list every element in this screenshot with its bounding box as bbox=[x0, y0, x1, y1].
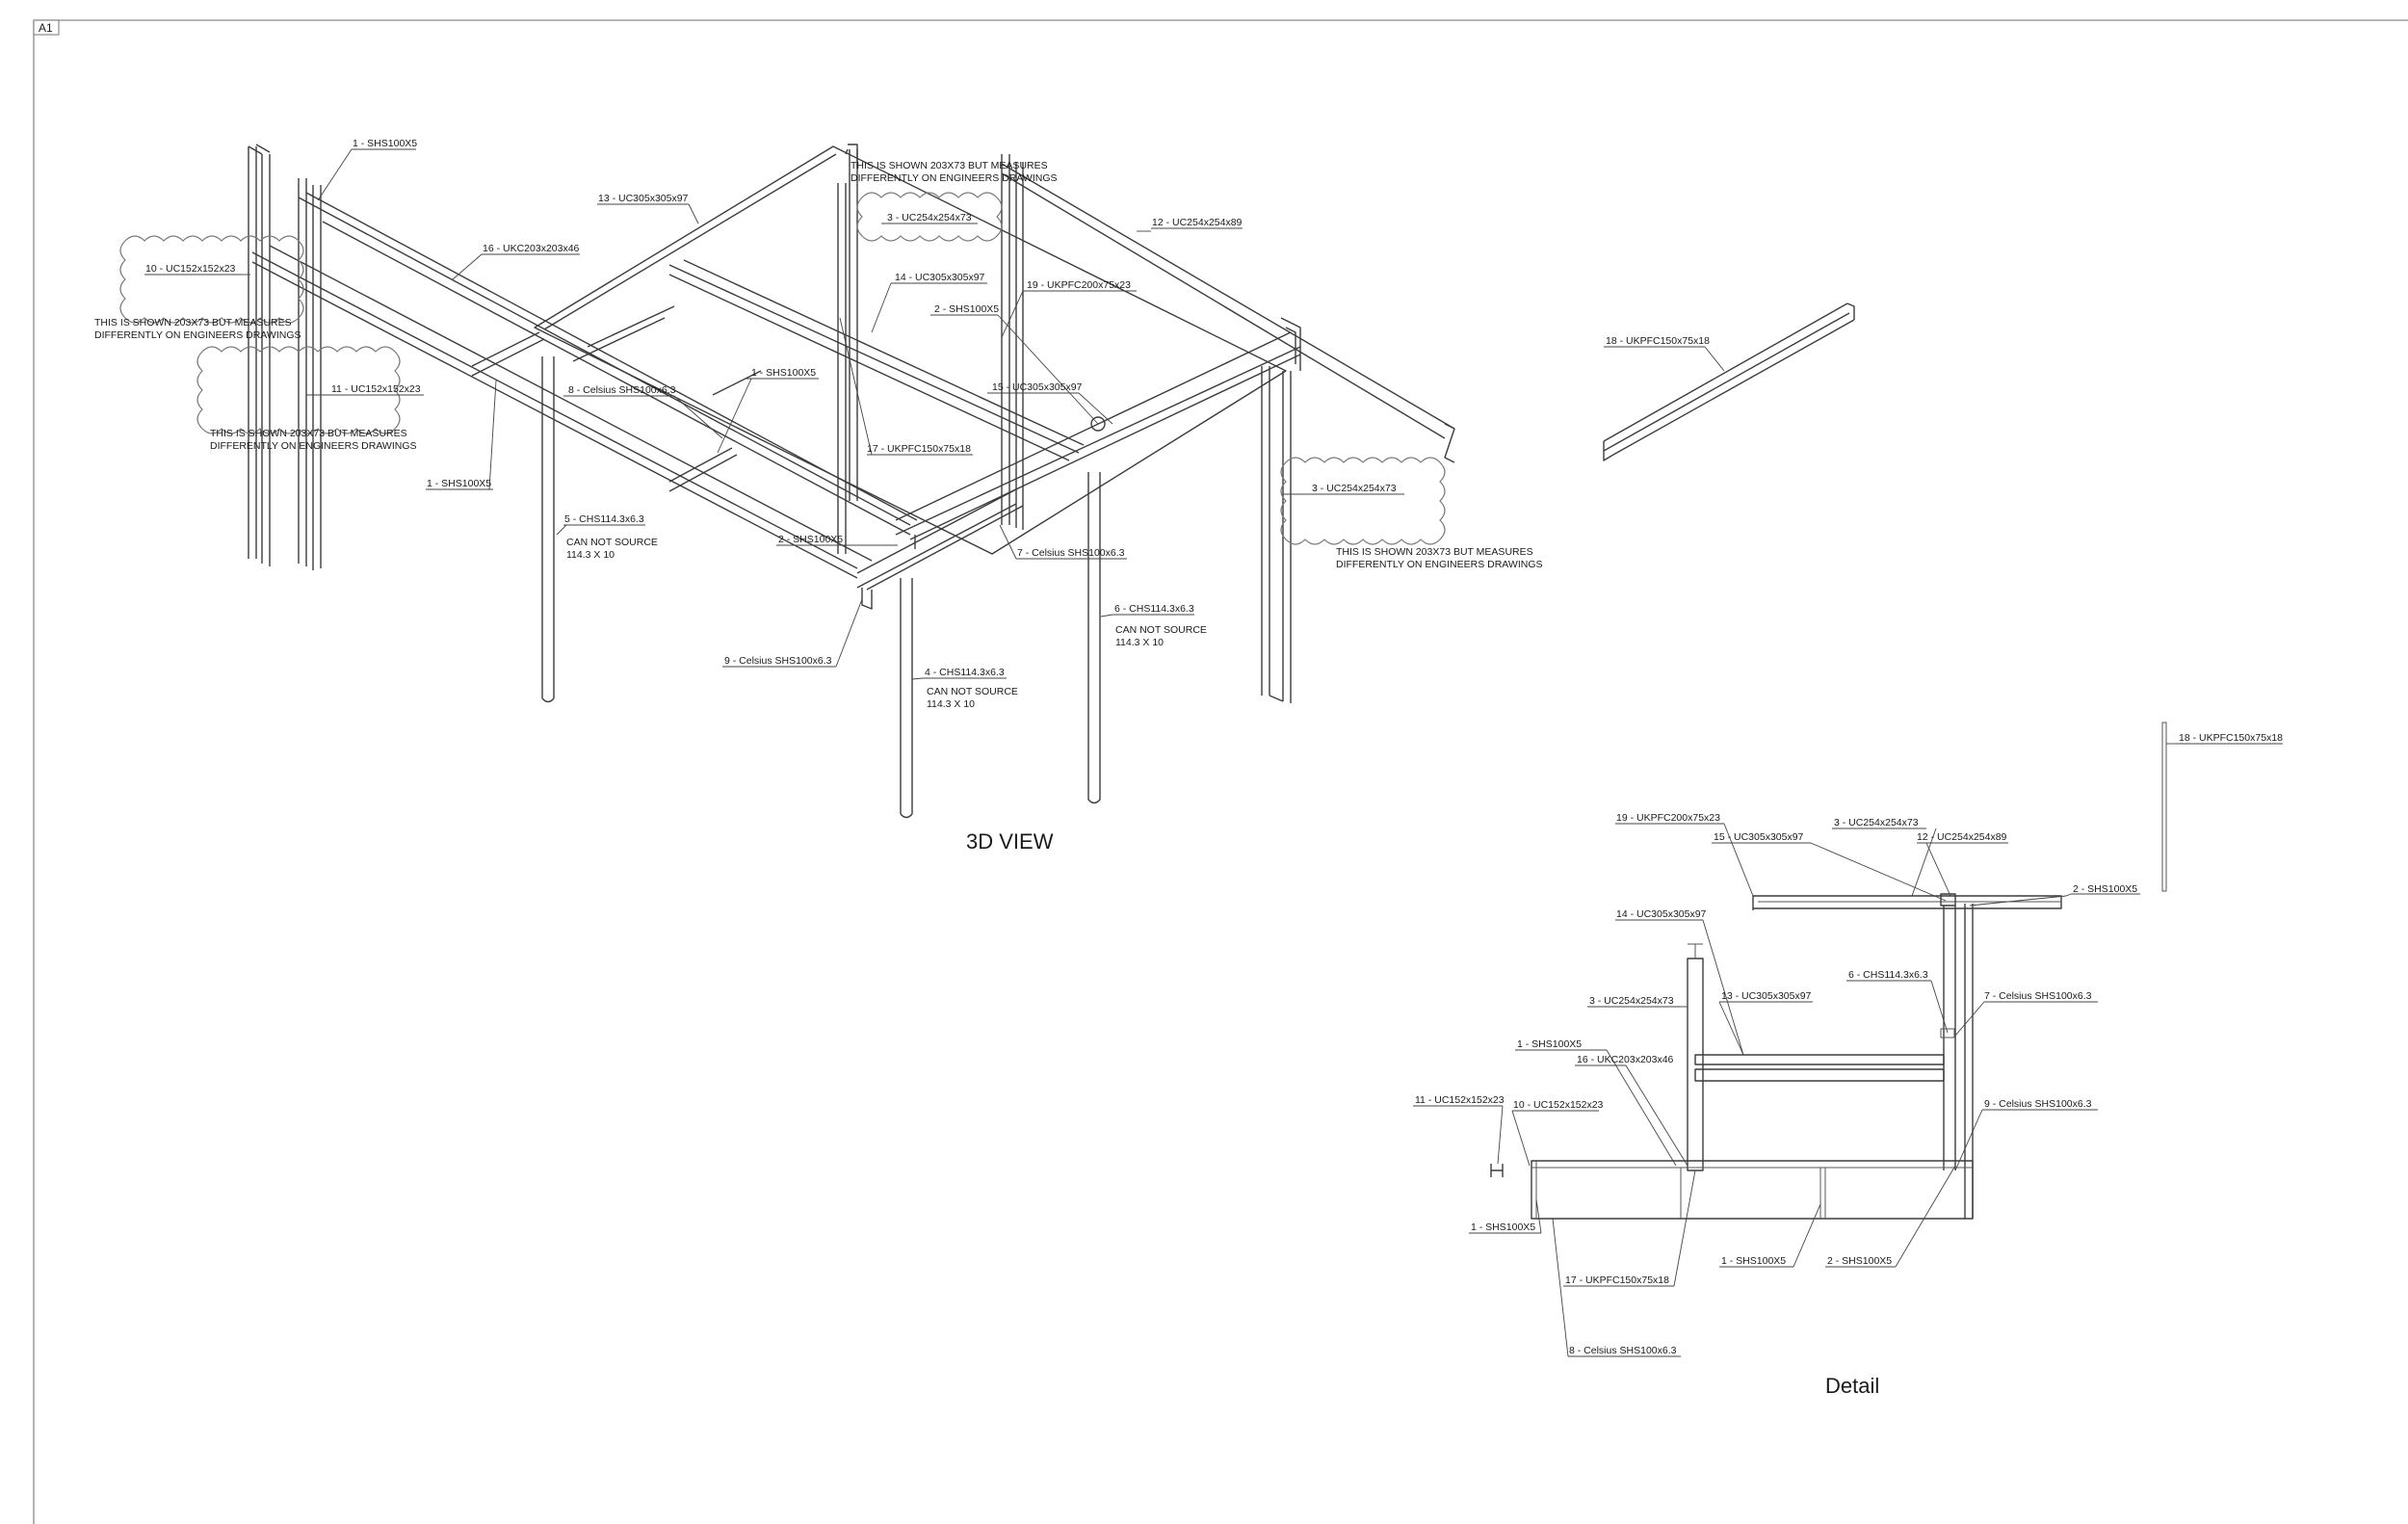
iso-label-5: 5 - CHS114.3x6.3 bbox=[564, 513, 644, 525]
iso-label-12: 12 - UC254x254x89 bbox=[1152, 217, 1243, 228]
iso-note-right-2: DIFFERENTLY ON ENGINEERS DRAWINGS bbox=[1336, 559, 1543, 570]
detail-label-12: 12 - UC254x254x89 bbox=[1917, 831, 2007, 843]
detail-label-3a: 3 - UC254x254x73 bbox=[1834, 817, 1919, 828]
detail-label-17: 17 - UKPFC150x75x18 bbox=[1565, 1274, 1669, 1286]
iso-label-7: 7 - Celsius SHS100x6.3 bbox=[1017, 547, 1125, 559]
detail-label-13: 13 - UC305x305x97 bbox=[1721, 990, 1812, 1002]
iso-note-left2-2: DIFFERENTLY ON ENGINEERS DRAWINGS bbox=[210, 440, 417, 452]
detail-label-1a: 1 - SHS100X5 bbox=[1517, 1038, 1582, 1050]
iso-label-10: 10 - UC152x152x23 bbox=[145, 263, 236, 275]
iso-note-cns-5b: 114.3 X 10 bbox=[566, 549, 615, 561]
detail-label-8: 8 - Celsius SHS100x6.3 bbox=[1569, 1345, 1677, 1356]
detail-label-15: 15 - UC305x305x97 bbox=[1714, 831, 1804, 843]
iso-label-17: 17 - UKPFC150x75x18 bbox=[867, 443, 971, 455]
sheet-id: A1 bbox=[39, 21, 53, 35]
iso-label-1c: 1 - SHS100X5 bbox=[427, 478, 491, 489]
iso-label-18: 18 - UKPFC150x75x18 bbox=[1606, 335, 1710, 347]
iso-note-cns-6a: CAN NOT SOURCE bbox=[1115, 624, 1207, 636]
iso-label-11: 11 - UC152x152x23 bbox=[331, 383, 421, 395]
iso-label-6: 6 - CHS114.3x6.3 bbox=[1114, 603, 1194, 615]
detail-label-19: 19 - UKPFC200x75x23 bbox=[1616, 812, 1720, 824]
iso-label-15: 15 - UC305x305x97 bbox=[992, 381, 1083, 393]
iso-view-title: 3D VIEW bbox=[966, 829, 1054, 854]
detail-plan bbox=[1490, 722, 2167, 1220]
detail-label-6: 6 - CHS114.3x6.3 bbox=[1848, 969, 1928, 981]
detail-label-2a: 2 - SHS100X5 bbox=[2073, 883, 2137, 895]
iso-label-4: 4 - CHS114.3x6.3 bbox=[925, 667, 1005, 678]
iso-note-left-1: THIS IS SHOWN 203X73 BUT MEASURES bbox=[94, 317, 292, 328]
iso-channel-18 bbox=[1603, 302, 1855, 461]
detail-label-1b: 1 - SHS100X5 bbox=[1471, 1222, 1535, 1233]
detail-label-14: 14 - UC305x305x97 bbox=[1616, 908, 1707, 920]
detail-label-3b: 3 - UC254x254x73 bbox=[1589, 995, 1674, 1007]
detail-label-16: 16 - UKC203x203x46 bbox=[1577, 1054, 1674, 1065]
detail-label-18: 18 - UKPFC150x75x18 bbox=[2179, 732, 2283, 744]
iso-label-16: 16 - UKC203x203x46 bbox=[483, 243, 580, 254]
revision-clouds bbox=[119, 192, 1446, 545]
detail-label-10: 10 - UC152x152x23 bbox=[1513, 1099, 1604, 1111]
iso-label-3a: 3 - UC254x254x73 bbox=[887, 212, 972, 223]
iso-note-cns-4b: 114.3 X 10 bbox=[927, 698, 975, 710]
iso-note-right-1: THIS IS SHOWN 203X73 BUT MEASURES bbox=[1336, 546, 1533, 558]
iso-label-19: 19 - UKPFC200x75x23 bbox=[1027, 279, 1131, 291]
iso-label-3b: 3 - UC254x254x73 bbox=[1312, 483, 1397, 494]
iso-label-9: 9 - Celsius SHS100x6.3 bbox=[724, 655, 832, 667]
iso-label-13: 13 - UC305x305x97 bbox=[598, 193, 689, 204]
detail-label-2b: 2 - SHS100X5 bbox=[1827, 1255, 1892, 1267]
iso-note-cns-5a: CAN NOT SOURCE bbox=[566, 537, 658, 548]
iso-labels: 1 - SHS100X5 13 - UC305x305x97 THIS IS S… bbox=[94, 138, 1725, 710]
iso-label-1b: 1 - SHS100X5 bbox=[751, 367, 816, 379]
iso-note-top-1: THIS IS SHOWN 203X73 BUT MEASURES bbox=[851, 160, 1048, 171]
iso-label-8: 8 - Celsius SHS100x6.3 bbox=[568, 384, 676, 396]
detail-labels: 18 - UKPFC150x75x18 19 - UKPFC200x75x23 … bbox=[1413, 732, 2283, 1357]
detail-label-1c: 1 - SHS100X5 bbox=[1721, 1255, 1786, 1267]
iso-label-2a: 2 - SHS100X5 bbox=[934, 303, 999, 315]
iso-note-left2-1: THIS IS SHOWN 203X73 BUT MEASURES bbox=[210, 428, 407, 439]
detail-label-11: 11 - UC152x152x23 bbox=[1415, 1094, 1505, 1106]
detail-label-9: 9 - Celsius SHS100x6.3 bbox=[1984, 1098, 2092, 1110]
detail-view-title: Detail bbox=[1825, 1374, 1879, 1398]
iso-note-cns-4a: CAN NOT SOURCE bbox=[927, 686, 1018, 697]
iso-note-left-2: DIFFERENTLY ON ENGINEERS DRAWINGS bbox=[94, 329, 301, 341]
iso-note-top-2: DIFFERENTLY ON ENGINEERS DRAWINGS bbox=[851, 172, 1058, 184]
detail-label-7: 7 - Celsius SHS100x6.3 bbox=[1984, 990, 2092, 1002]
iso-label-2b: 2 - SHS100X5 bbox=[778, 534, 843, 545]
iso-label-14: 14 - UC305x305x97 bbox=[895, 272, 985, 283]
sheet-frame: A1 bbox=[33, 19, 2408, 1524]
iso-note-cns-6b: 114.3 X 10 bbox=[1115, 637, 1164, 648]
iso-label-1: 1 - SHS100X5 bbox=[353, 138, 417, 149]
